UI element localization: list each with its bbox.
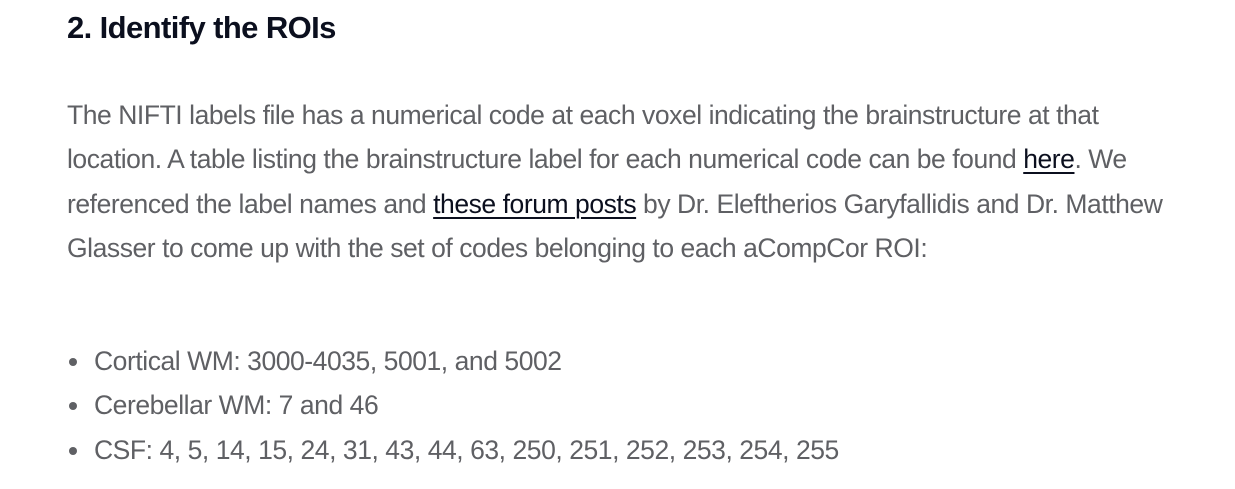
intro-text-3: by Dr. Eleftherios Garyfallidis and Dr. … (67, 188, 1163, 263)
forum-posts-link[interactable]: these forum posts (433, 188, 637, 219)
list-item-text: CSF: 4, 5, 14, 15, 24, 31, 43, 44, 63, 2… (94, 434, 839, 465)
intro-paragraph: The NIFTI labels file has a numerical co… (67, 93, 1177, 270)
list-item: Cerebellar WM: 7 and 46 (67, 383, 839, 427)
list-item-text: Cortical WM: 3000-4035, 5001, and 5002 (94, 346, 562, 376)
list-item: CSF: 4, 5, 14, 15, 24, 31, 43, 44, 63, 2… (67, 428, 839, 472)
bullet-icon (69, 446, 77, 455)
bullet-icon (69, 402, 77, 411)
intro-text-2: . We referenced the label names and (67, 144, 1127, 219)
roi-list: Cortical WM: 3000-4035, 5001, and 5002 C… (67, 339, 839, 472)
list-item: Cortical WM: 3000-4035, 5001, and 5002 (67, 339, 839, 383)
list-item-text: Cerebellar WM: 7 and 46 (94, 390, 379, 421)
bullet-icon (69, 358, 77, 366)
here-link[interactable]: here (1023, 144, 1075, 175)
section-heading: 2. Identify the ROIs (67, 10, 336, 45)
intro-text-1: The NIFTI labels file has a numerical co… (67, 100, 1099, 175)
